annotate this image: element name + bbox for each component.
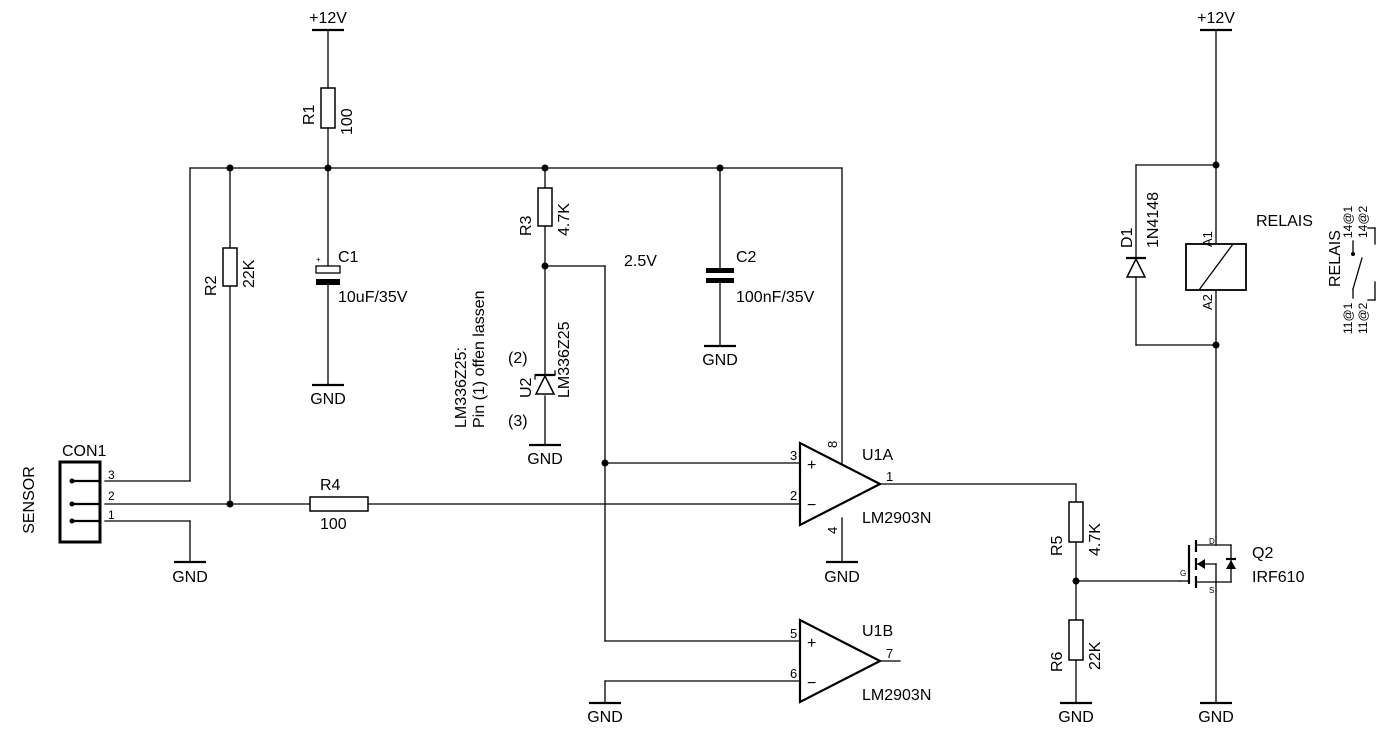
resistor-r4: R4 100 (309, 477, 369, 533)
u2-note-line2: Pin (1) offen lassen (471, 290, 488, 428)
u1b-plus-sign: + (807, 635, 816, 652)
vcc-label: +12V (309, 10, 347, 27)
diode-d1: D1 1N4148 (1119, 192, 1162, 278)
r3-ref: R3 (518, 215, 535, 236)
q2-ref: Q2 (1252, 545, 1273, 562)
u2-pin-top: (2) (508, 350, 528, 367)
c2-ref: C2 (736, 249, 757, 266)
gnd-label: GND (310, 391, 346, 408)
relay-contact-14-1: 14@1 (1341, 205, 1355, 238)
vcc-symbol-right: +12V (1197, 10, 1235, 32)
relay-ref: RELAIS (1256, 213, 1313, 230)
u1a-ref: U1A (862, 447, 893, 464)
relay-coil: A1 A2 RELAIS (1185, 213, 1313, 310)
q2-pin-g: G (1180, 569, 1186, 578)
relay-contact: RELAIS 11@1 11@2 14@1 14@2 (1327, 205, 1376, 334)
u1a-pin-2: 2 (790, 488, 797, 503)
vcc-label: +12V (1197, 10, 1235, 27)
u1a-pin-3: 3 (790, 448, 797, 463)
vcc-symbol-left: +12V (309, 10, 347, 32)
junction-dots (226, 161, 1220, 585)
u2-note-line1: LM336Z25: (453, 347, 470, 428)
r5-ref: R5 (1049, 535, 1066, 556)
r6-value: 22K (1087, 641, 1104, 670)
gnd-label: GND (1058, 709, 1094, 726)
gnd-label: GND (527, 451, 563, 468)
resistor-r2: R2 22K (203, 247, 258, 296)
u1b-ref: U1B (862, 623, 893, 640)
r6-ref: R6 (1049, 651, 1066, 672)
u1b-pin-5: 5 (790, 626, 797, 641)
gnd-symbols: GND GND GND GND GND GND GND GND (172, 344, 1234, 726)
con1-pin-1: 1 (108, 508, 115, 522)
net-label-2v5: 2.5V (624, 253, 657, 270)
r4-value: 100 (320, 516, 347, 533)
r5-value: 4.7K (1087, 523, 1104, 556)
gnd-label: GND (1198, 709, 1234, 726)
relay-contact-14-2: 14@2 (1356, 205, 1370, 238)
u2-pin-bottom: (3) (508, 413, 528, 430)
u1a-pin-4: 4 (825, 527, 840, 534)
capacitor-c1: + C1 10uF/35V (315, 249, 408, 306)
u1a-part: LM2903N (862, 510, 931, 527)
capacitor-c2: C2 100nF/35V (706, 249, 815, 306)
resistor-r6: R6 22K (1049, 619, 1104, 672)
r3-value: 4.7K (556, 203, 573, 236)
r1-ref: R1 (301, 104, 318, 125)
gnd-label: GND (702, 352, 738, 369)
gnd-label: GND (587, 709, 623, 726)
u1a-pin-1: 1 (886, 469, 893, 484)
gnd-label: GND (824, 569, 860, 586)
u1a-pin-8: 8 (825, 441, 840, 448)
u1a-plus-sign: + (807, 457, 816, 474)
gnd-label: GND (172, 569, 208, 586)
relay-contact-11-2: 11@2 (1356, 302, 1370, 334)
c1-polarity: + (316, 255, 321, 264)
q2-part: IRF610 (1252, 569, 1305, 586)
u1b-part: LM2903N (862, 687, 931, 704)
relay-contact-11-1: 11@1 (1341, 302, 1355, 334)
u1b-pin-7: 7 (886, 646, 893, 661)
d1-part: 1N4148 (1145, 192, 1162, 248)
con1-ref: CON1 (62, 443, 107, 460)
d1-ref: D1 (1119, 227, 1136, 248)
r1-value: 100 (339, 108, 356, 135)
con1-pin-2: 2 (108, 489, 115, 503)
r2-value: 22K (241, 259, 258, 288)
resistor-r1: R1 100 (301, 87, 356, 135)
resistor-r5: R5 4.7K (1049, 501, 1104, 556)
q2-pin-d: D (1209, 537, 1215, 546)
resistor-r3: R3 4.7K (518, 187, 573, 236)
connector-con1: CON1 SENSOR 3 2 1 (21, 443, 115, 544)
c1-value: 10uF/35V (338, 289, 408, 306)
relay-contact-ref: RELAIS (1327, 230, 1344, 287)
opamp-u1b: + − 5 6 7 U1B LM2903N (790, 618, 931, 704)
c1-ref: C1 (338, 249, 359, 266)
relay-pin-a2: A2 (1200, 294, 1215, 310)
u2-ref: U2 (518, 377, 535, 398)
r4-ref: R4 (320, 477, 341, 494)
con1-pin-3: 3 (108, 468, 115, 482)
relay-pin-a1: A1 (1200, 231, 1215, 247)
u1b-pin-6: 6 (790, 666, 797, 681)
opamp-u1a: + − 3 2 1 8 4 U1A LM2903N (790, 441, 931, 534)
u1a-minus-sign: − (807, 497, 816, 514)
u2-part: LM336Z25 (556, 321, 573, 398)
sensor-label: SENSOR (21, 466, 38, 534)
c2-value: 100nF/35V (736, 289, 815, 306)
wires (104, 29, 1217, 704)
zener-u2: (2) (3) U2 LM336Z25 LM336Z25: Pin (1) of… (453, 290, 573, 430)
r2-ref: R2 (203, 275, 220, 296)
mosfet-q2: D G S Q2 IRF610 (1179, 536, 1305, 595)
u1b-minus-sign: − (807, 675, 816, 692)
q2-pin-s: S (1209, 586, 1214, 595)
